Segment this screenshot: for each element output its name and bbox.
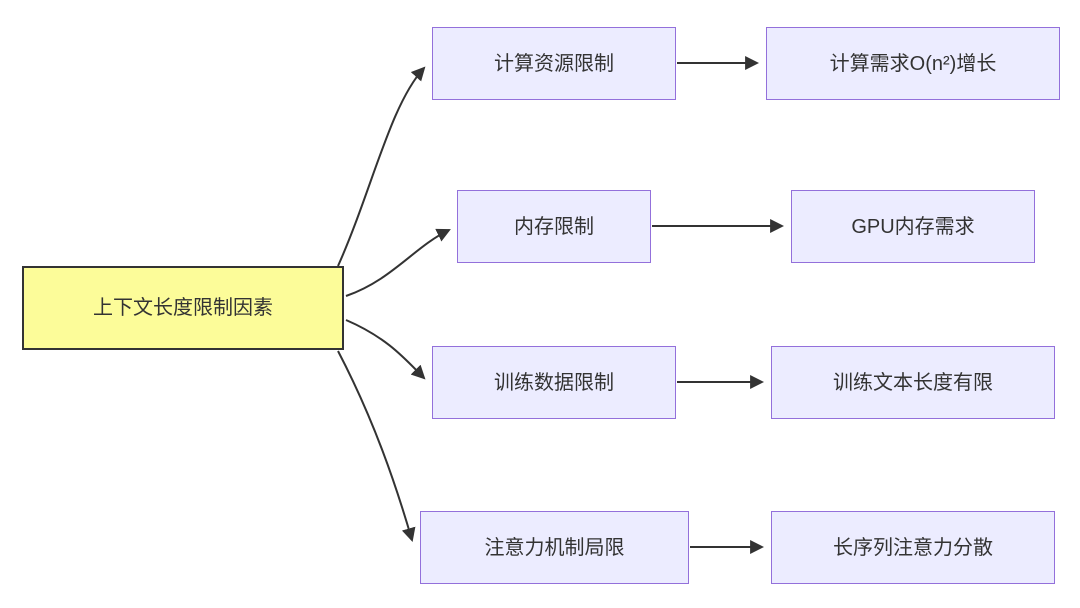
node-root: 上下文长度限制因素 [22,266,344,350]
node-compute-limit-label: 计算资源限制 [494,52,614,75]
node-training-data-limit-label: 训练数据限制 [494,371,614,394]
edge-root-to-training-data-limit [345,319,426,380]
edge-root-to-compute-limit [337,66,426,267]
node-training-data-limit: 训练数据限制 [432,346,676,419]
edge-root-to-attention-limit [337,350,416,543]
node-long-seq-attention: 长序列注意力分散 [771,511,1055,584]
node-root-label: 上下文长度限制因素 [93,297,273,319]
node-memory-limit: 内存限制 [457,190,651,263]
node-training-text-length: 训练文本长度有限 [771,346,1055,419]
node-attention-limit-label: 注意力机制局限 [484,536,625,559]
edge-root-to-memory-limit [345,228,451,297]
node-attention-limit: 注意力机制局限 [420,511,689,584]
node-training-text-length-label: 训练文本长度有限 [833,371,993,394]
node-compute-growth: 计算需求O(n²)增长 [766,27,1060,100]
node-memory-limit-label: 内存限制 [514,215,594,238]
node-compute-limit: 计算资源限制 [432,27,676,100]
node-compute-growth-label: 计算需求O(n²)增长 [829,52,997,75]
node-gpu-memory-label: GPU内存需求 [851,215,975,238]
node-long-seq-attention-label: 长序列注意力分散 [833,536,993,559]
node-gpu-memory: GPU内存需求 [791,190,1035,263]
